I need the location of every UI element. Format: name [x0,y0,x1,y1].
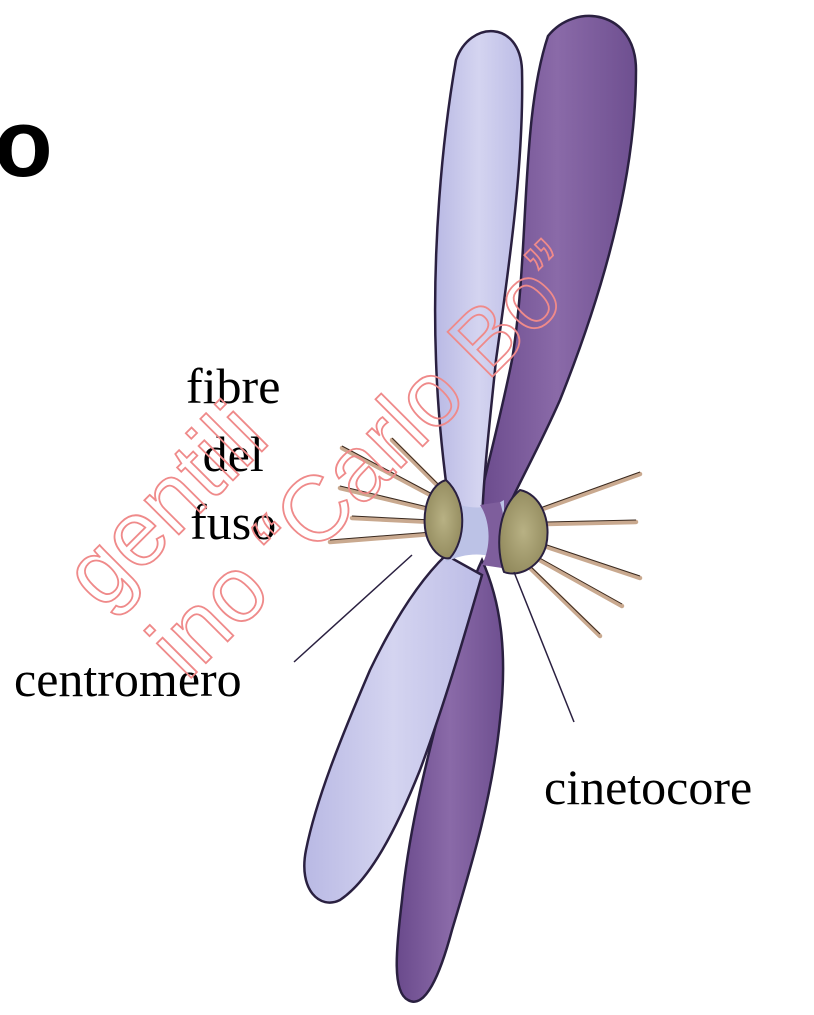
spindle-fiber [340,488,432,510]
kinetochore-leader-line [514,572,574,722]
spindle-fiber [540,474,640,510]
spindle-fiber [352,518,432,522]
kinetochore-label: cinetocore [544,762,752,812]
spindle-fiber [546,522,636,524]
spindle-fibers-label-line-2: del [186,420,280,488]
spindle-fiber [528,566,600,636]
spindle-fiber-outline [536,556,622,604]
spindle-fibers-left [330,440,440,542]
spindle-fiber [330,534,432,542]
spindle-fiber [544,546,640,578]
spindle-fibers-label-line-1: fibre [186,352,280,420]
spindle-fibers-label: fibre del fuso [186,352,280,556]
spindle-fiber-outline [540,472,640,508]
spindle-fibers-right [528,474,640,636]
spindle-fibers-label-line-3: fuso [186,488,280,556]
centromere-label: centromero [14,654,242,704]
